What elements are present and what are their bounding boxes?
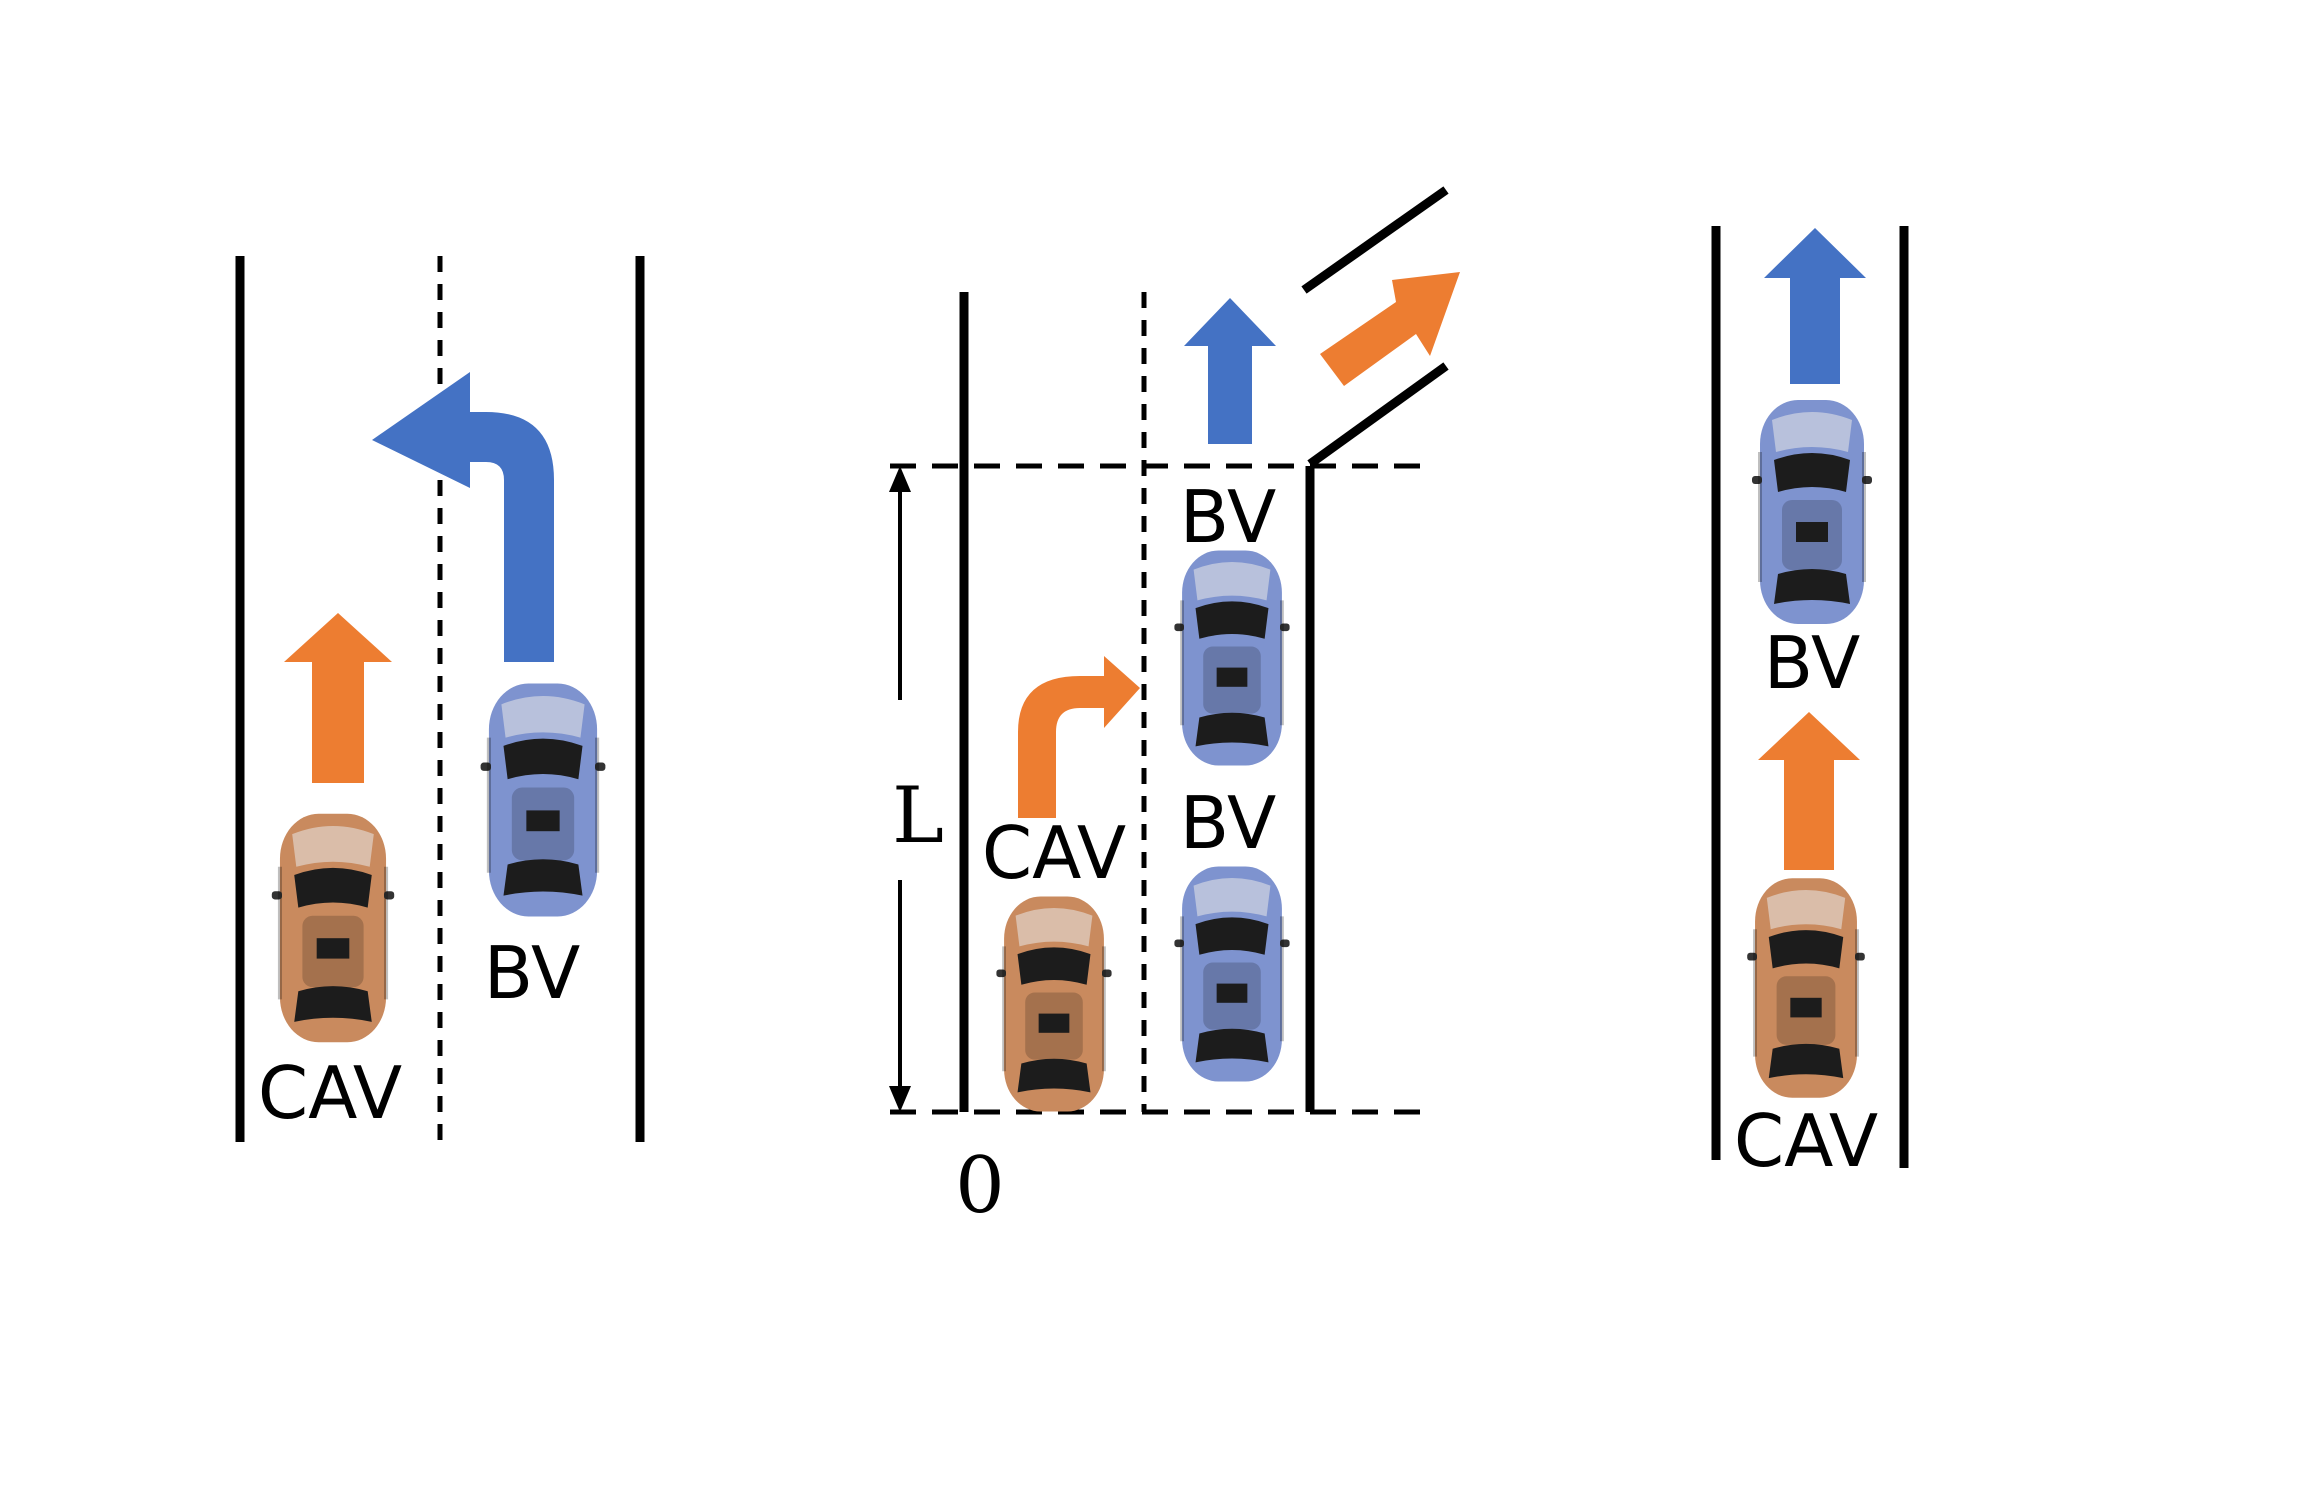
arrow-up-icon: [284, 613, 392, 783]
length-arrowhead-bottom: [889, 1086, 911, 1112]
cav-car-icon: [994, 894, 1114, 1114]
ramp-lower-edge: [1307, 362, 1449, 468]
cav-label: CAV: [258, 1051, 402, 1135]
arrow-turn-left-icon: [372, 372, 554, 662]
bv-label-top: BV: [1180, 475, 1276, 559]
bv-label-bottom: BV: [1180, 781, 1276, 865]
length-arrowhead-top: [889, 466, 911, 492]
bv-car-upper-icon: [1172, 548, 1292, 768]
ramp-upper-edge: [1301, 186, 1449, 294]
cav-label: CAV: [1734, 1099, 1878, 1183]
bv-label: BV: [484, 931, 580, 1015]
middle-panel: L 0 BV BV CAV: [889, 186, 1460, 1231]
left-panel: CAV BV: [235, 256, 645, 1142]
bv-car-lower-icon: [1172, 864, 1292, 1084]
arrow-up-icon: [1764, 228, 1866, 384]
bv-car-icon: [481, 684, 606, 917]
cav-car-icon: [272, 814, 394, 1042]
right-panel: BV CAV: [1711, 226, 1909, 1183]
arrow-diagonal-icon: [1320, 272, 1460, 386]
bv-car-icon: [1750, 398, 1874, 626]
length-label: L: [892, 771, 944, 861]
cav-label: CAV: [982, 811, 1126, 895]
bv-label: BV: [1764, 621, 1860, 705]
cav-car-icon: [1745, 876, 1867, 1100]
arrow-up-icon: [1184, 298, 1276, 444]
arrow-up-icon: [1758, 712, 1860, 870]
arrow-turn-right-icon: [1018, 656, 1140, 818]
origin-label: 0: [955, 1141, 1005, 1231]
